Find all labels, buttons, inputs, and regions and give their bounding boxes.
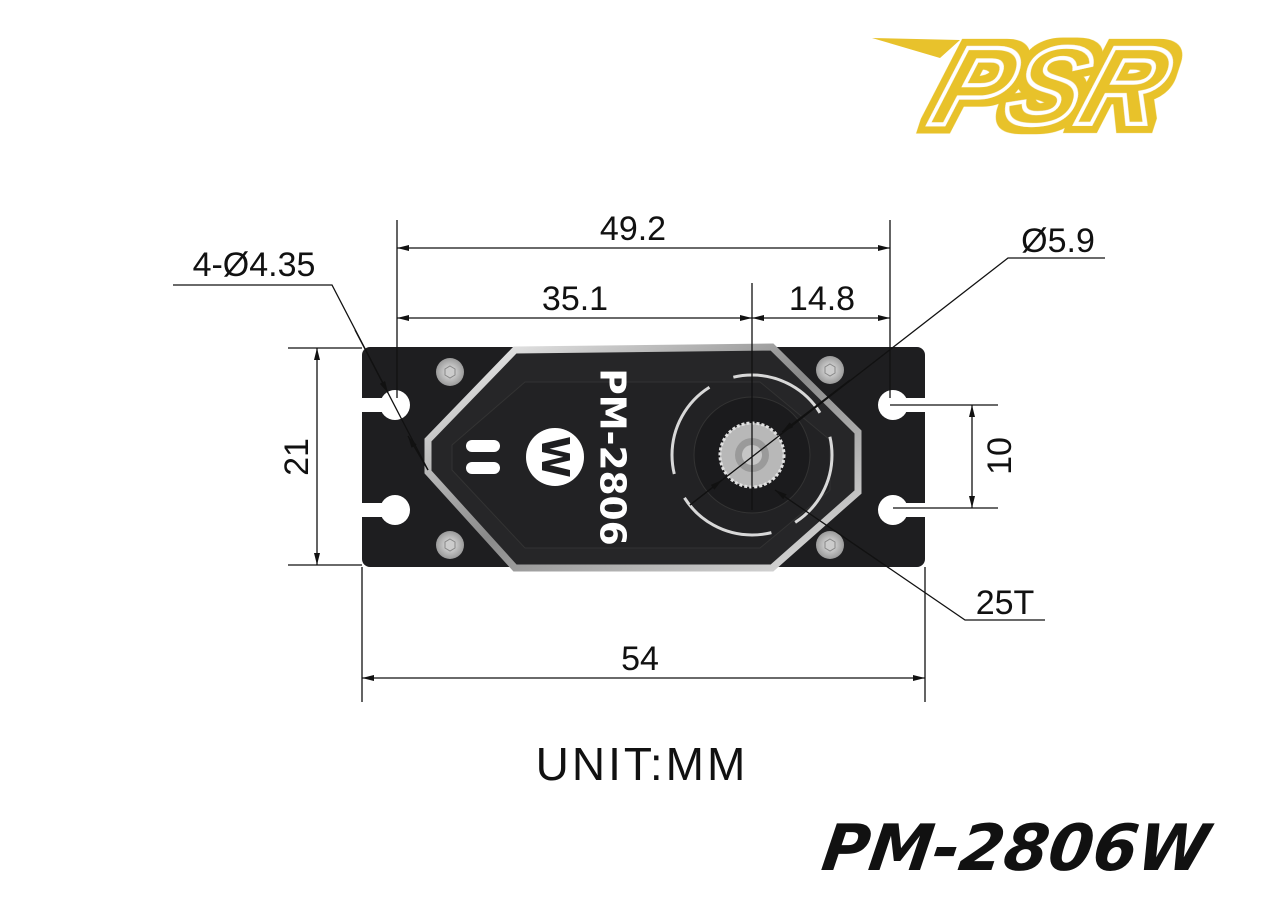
dimension-lines: [173, 220, 1105, 702]
dim-mount-holes: 4-Ø4.35: [193, 246, 316, 284]
screws: [436, 356, 844, 559]
servo-body: W PM-2806: [360, 343, 927, 572]
logo-text: PSR: [919, 25, 1185, 148]
dim-54: 54: [621, 640, 659, 678]
unit-label: UNIT:MM: [536, 738, 749, 790]
dim-10: 10: [981, 437, 1019, 475]
model-title: PM-2806W: [818, 811, 1217, 886]
dim-14-8: 14.8: [789, 280, 855, 318]
logo-swoosh: [872, 38, 960, 58]
w-badge: [526, 428, 584, 486]
psr-logo: PSR: [872, 23, 1187, 149]
dim-49-2: 49.2: [600, 210, 666, 248]
w-badge-letter: W: [533, 436, 577, 478]
dim-21: 21: [278, 438, 316, 476]
dim-25t: 25T: [976, 584, 1035, 622]
index-marks: [466, 440, 500, 474]
dim-35-1: 35.1: [542, 280, 608, 318]
servo-label: PM-2806: [592, 368, 633, 545]
dim-shaft-diameter: Ø5.9: [1021, 222, 1095, 260]
